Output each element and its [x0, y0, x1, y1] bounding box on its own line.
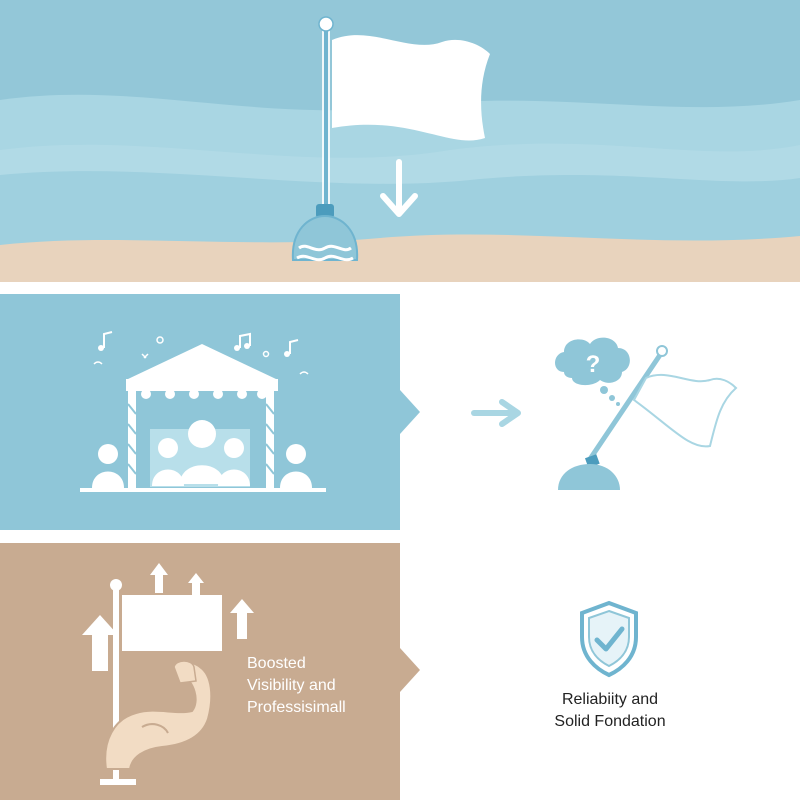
arrow-down-icon [380, 159, 418, 217]
concert-stage-icon [80, 344, 326, 492]
beach-panel [0, 0, 800, 282]
flag-icon [318, 16, 490, 224]
arrow-right-icon [471, 399, 521, 427]
arrow-up-icon [82, 563, 254, 671]
flag-icon [100, 579, 222, 785]
chevron-right-icon [400, 390, 420, 434]
flexed-arm-icon [104, 661, 213, 770]
boost-caption: Boosted Visibility and Professisimall [247, 655, 346, 716]
weighted-base-icon [291, 204, 359, 262]
reliability-caption: Reliabiity and Solid Fondation [554, 691, 666, 730]
question-bubble-icon: ? [555, 337, 630, 406]
shield-check-icon [580, 600, 638, 678]
reliability-panel: Reliabiity and Solid Fondation [420, 543, 800, 800]
music-notes-icon [93, 331, 309, 375]
tilted-flag-icon [558, 345, 738, 490]
chevron-right-icon [400, 648, 420, 692]
concert-panel [0, 294, 400, 530]
boost-panel: Boosted Visibility and Professisimall [0, 543, 400, 800]
svg-text:?: ? [586, 351, 601, 378]
question-panel: ? [420, 294, 800, 530]
